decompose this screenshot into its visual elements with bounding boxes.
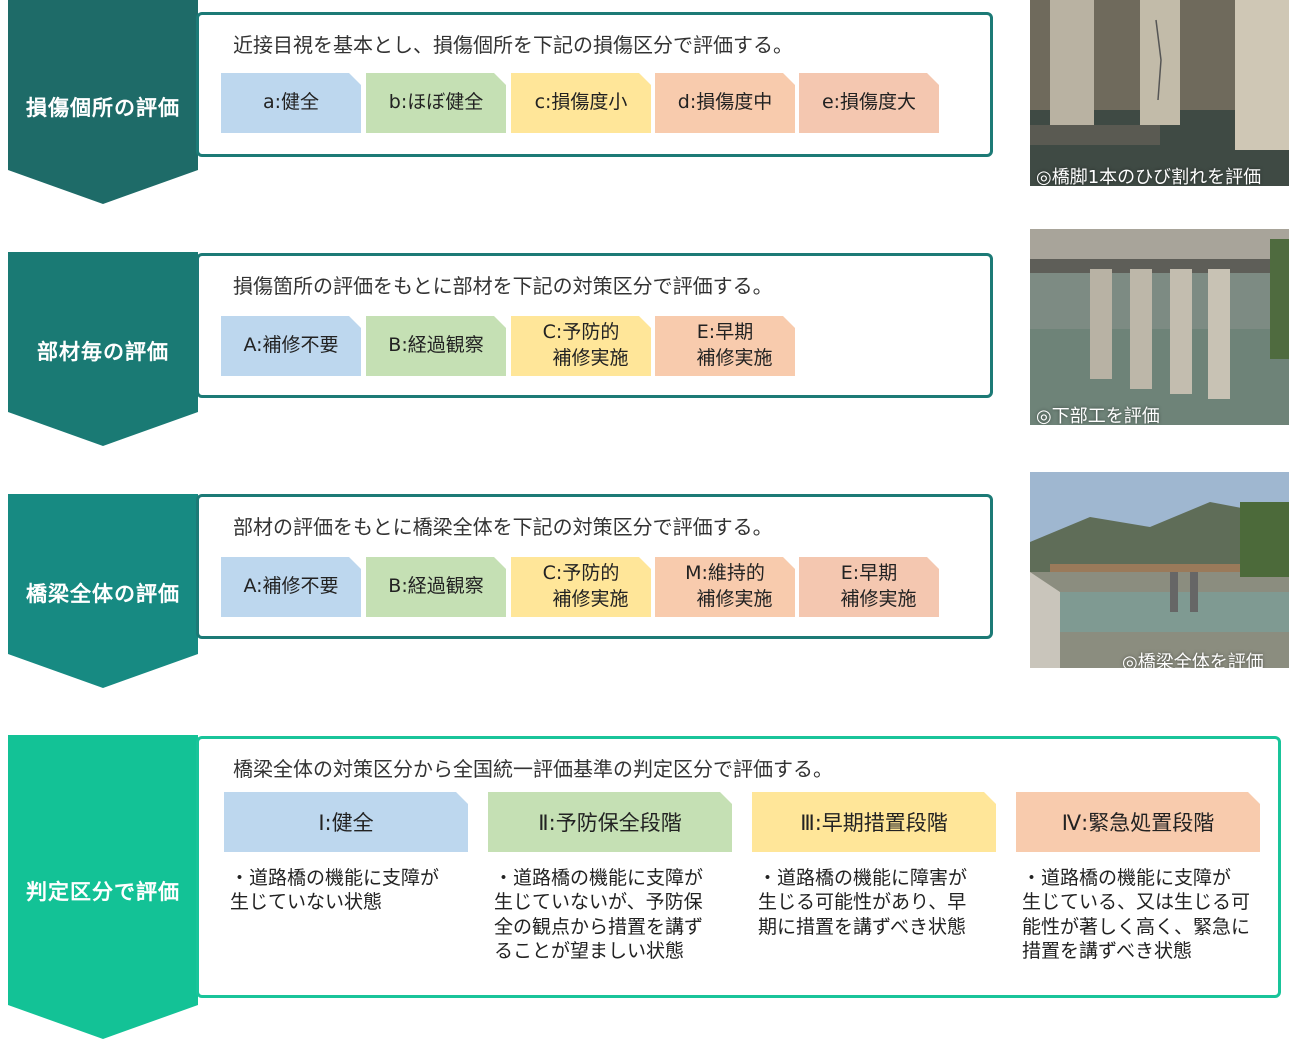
judgement-4-description: ・道路橋の機能に支障が 生じている、又は生じる可 能性が著しく高く、緊急に 措置… (1022, 867, 1251, 962)
row3-label: 橋梁全体の評価 (26, 582, 180, 606)
judgement-1-title: Ⅰ:健全 (224, 792, 468, 852)
substructure-photo (1030, 229, 1289, 425)
row3-tag-c: C:予防的 補修実施 (511, 557, 651, 617)
row3-tag-a: A:補修不要 (221, 557, 361, 617)
row1-chevron (8, 0, 198, 204)
row3-tag-m: M:維持的 補修実施 (655, 557, 795, 617)
row1-label: 損傷個所の評価 (26, 96, 180, 120)
row1-photo-caption: ◎橋脚1本のひび割れを評価 (1036, 167, 1262, 186)
row2-panel: 損傷箇所の評価をもとに部材を下記の対策区分で評価する。 A:補修不要 B:経過観… (196, 253, 993, 398)
row2-tag-c: C:予防的 補修実施 (511, 316, 651, 376)
row2-description: 損傷箇所の評価をもとに部材を下記の対策区分で評価する。 (233, 274, 773, 298)
judgement-3-description: ・道路橋の機能に障害が 生じる可能性があり、早 期に措置を講ずべき状態 (758, 867, 968, 938)
row1-tag-d: d:損傷度中 (655, 73, 795, 133)
row3-panel: 部材の評価をもとに橋梁全体を下記の対策区分で評価する。 A:補修不要 B:経過観… (196, 494, 993, 639)
judgement-3-title: Ⅲ:早期措置段階 (752, 792, 996, 852)
row3-tag-e: E:早期 補修実施 (799, 557, 939, 617)
judgement-4-title: Ⅳ:緊急処置段階 (1016, 792, 1260, 852)
row2-tag-b: B:経過観察 (366, 316, 506, 376)
row4-label: 判定区分で評価 (26, 880, 180, 904)
row2-photo-caption: ◎下部工を評価 (1036, 406, 1160, 425)
row1-tag-a: a:健全 (221, 73, 361, 133)
row2-tag-a: A:補修不要 (221, 316, 361, 376)
row3-photo: ◎橋梁全体を評価 (1030, 472, 1289, 668)
row2-tag-e: E:早期 補修実施 (655, 316, 795, 376)
judgement-2-title: Ⅱ:予防保全段階 (488, 792, 732, 852)
row3-description: 部材の評価をもとに橋梁全体を下記の対策区分で評価する。 (233, 515, 773, 539)
row3-tag-b: B:経過観察 (366, 557, 506, 617)
row1-description: 近接目視を基本とし、損傷個所を下記の損傷区分で評価する。 (233, 33, 793, 57)
row2-label: 部材毎の評価 (37, 340, 169, 364)
row2-photo: ◎下部工を評価 (1030, 229, 1289, 425)
row4-description: 橋梁全体の対策区分から全国統一評価基準の判定区分で評価する。 (233, 757, 833, 781)
row3-chevron (8, 494, 198, 688)
judgement-1-description: ・道路橋の機能に支障が 生じていない状態 (230, 867, 440, 914)
bridge-pier-photo (1030, 0, 1289, 186)
judgement-2-description: ・道路橋の機能に支障が 生じていないが、予防保 全の観点から措置を講ず ることが… (494, 867, 704, 962)
row1-panel: 近接目視を基本とし、損傷個所を下記の損傷区分で評価する。 a:健全 b:ほぼ健全… (196, 12, 993, 157)
row4-chevron (8, 735, 198, 1039)
row1-tag-b: b:ほぼ健全 (366, 73, 506, 133)
row1-tag-c: c:損傷度小 (511, 73, 651, 133)
whole-bridge-photo (1030, 472, 1289, 668)
row4-panel: 橋梁全体の対策区分から全国統一評価基準の判定区分で評価する。 (196, 736, 1281, 998)
row1-tag-e: e:損傷度大 (799, 73, 939, 133)
row1-photo: ◎橋脚1本のひび割れを評価 (1030, 0, 1289, 186)
row2-chevron (8, 252, 198, 446)
row3-photo-caption: ◎橋梁全体を評価 (1122, 652, 1264, 668)
